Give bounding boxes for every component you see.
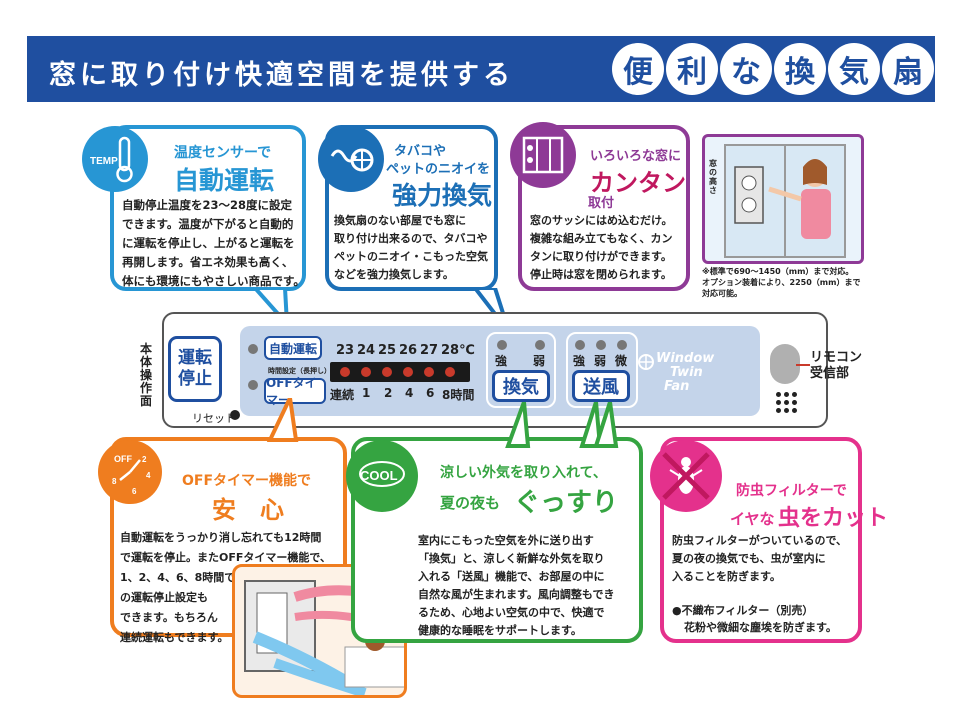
timer-body: 自動運転をうっかり消し忘れても12時間で運転を停止。またOFFタイマー機能で、1… xyxy=(120,531,331,644)
svg-text:8: 8 xyxy=(112,477,117,486)
banner-char: 利 xyxy=(666,43,718,95)
indicator-led xyxy=(340,367,350,377)
indicator-led xyxy=(445,367,455,377)
window-small-title: いろいろな窓に xyxy=(590,149,682,164)
timer-small-title: OFFタイマー機能で xyxy=(182,473,312,489)
svg-text:4: 4 xyxy=(146,471,151,480)
ventilation-button[interactable]: 換気 xyxy=(492,370,550,402)
speaker-grille xyxy=(776,392,802,418)
cool-small-title: 涼しい外気を取り入れて、 xyxy=(440,465,607,481)
window-icon xyxy=(510,122,576,188)
banner-char: な xyxy=(720,43,772,95)
remote-receiver xyxy=(770,344,800,384)
fan-smoke-icon xyxy=(318,126,384,192)
timer-lamp xyxy=(248,380,258,390)
bug-small-title: 防虫フィルターで xyxy=(736,483,847,499)
bug-body: 防虫フィルターがついているので、夏の夜の換気でも、虫が室内に入ることを防ぎます。 xyxy=(672,534,848,583)
window-sub-title: 取付 xyxy=(588,196,615,211)
banner-char: 便 xyxy=(612,43,664,95)
banner-char: 扇 xyxy=(882,43,934,95)
timer-label: 連続 xyxy=(330,388,355,402)
svg-text:2: 2 xyxy=(142,455,147,464)
reset-button[interactable] xyxy=(230,410,240,420)
fan-strong-label: 強 xyxy=(573,354,586,368)
timer-icon: OFF 2 4 6 8 xyxy=(98,440,162,504)
panel-side-label: 本体操作面 xyxy=(140,342,153,408)
installation-photo: 窓の高さ xyxy=(702,134,864,264)
window-twin-fan-logo: Window Twin Fan xyxy=(638,352,714,394)
vent-weak-label: 弱 xyxy=(533,354,546,368)
cool-callout-pointers xyxy=(505,402,619,448)
timer-label: 4 xyxy=(405,386,414,400)
window-height-label: 窓の高さ xyxy=(709,159,717,195)
fan-logo-icon xyxy=(638,354,654,370)
timer-label: 2 xyxy=(384,386,393,400)
indicator-led xyxy=(361,367,371,377)
banner-char: 気 xyxy=(828,43,880,95)
fan-micro-label: 微 xyxy=(615,354,628,368)
window-big-title: カンタン xyxy=(590,169,686,197)
title-banner: 窓に取り付け快適空間を提供する 便 利 な 換 気 扇 xyxy=(27,36,935,102)
fan-micro-lamp xyxy=(617,340,627,350)
run-stop-button[interactable]: 運転停止 xyxy=(168,336,222,402)
fan-button[interactable]: 送風 xyxy=(572,370,630,402)
timer-label: 6 xyxy=(426,386,435,400)
fan-weak-lamp xyxy=(596,340,606,350)
svg-text:OFF: OFF xyxy=(114,454,132,464)
bug-big-title-pre: イヤな xyxy=(730,510,775,528)
fan-group xyxy=(566,332,638,408)
thermometer-icon: TEMP xyxy=(82,126,148,192)
temp-small-title: 温度センサーで xyxy=(174,145,272,161)
svg-text:6: 6 xyxy=(132,487,137,496)
vent-weak-lamp xyxy=(535,340,545,350)
indicator-led xyxy=(424,367,434,377)
window-body: 窓のサッシにはめ込むだけ。複雑な組み立てもなく、カンタンに取り付けができます。停… xyxy=(530,214,673,281)
filter-title: ●不織布フィルター（別売） xyxy=(672,604,814,617)
fan-weak-label: 弱 xyxy=(594,354,607,368)
cool-icon: COOL xyxy=(346,440,418,512)
auto-run-button[interactable]: 自動運転 xyxy=(264,336,322,360)
temp-big-title: 自動運転 xyxy=(174,166,275,195)
smoke-big-title: 強力換気 xyxy=(392,181,493,210)
vent-strong-lamp xyxy=(497,340,507,350)
smoke-body: 換気扇のない部屋でも窓に取り付け出来るので、タバコやペットのニオイ・こもった空気… xyxy=(334,214,488,281)
cool-body: 室内にこもった空気を外に送り出す「換気」と、涼しく新鮮な外気を取り入れる「送風」… xyxy=(418,534,615,637)
svg-text:COOL: COOL xyxy=(360,468,398,483)
smoke-small-title-1: タバコや xyxy=(394,144,447,159)
no-insect-icon xyxy=(650,440,722,512)
hold-time-note: 時間設定（長押し） xyxy=(268,367,331,375)
timer-label: 8時間 xyxy=(442,388,475,402)
banner-char: 換 xyxy=(774,43,826,95)
indicator-led xyxy=(403,367,413,377)
temp-body: 自動停止温度を23〜28度に設定できます。温度が下がると自動的に運転を停止し、上… xyxy=(122,198,305,288)
svg-text:TEMP: TEMP xyxy=(90,156,118,167)
smoke-small-title-2: ペットのニオイを xyxy=(386,162,491,177)
timer-big-title: 安 心 xyxy=(212,496,284,524)
remote-receiver-label: リモコン受信部 xyxy=(810,350,863,381)
indicator-led xyxy=(382,367,392,377)
vent-strong-label: 強 xyxy=(495,354,508,368)
window-size-note: ※標準で690〜1450（mm）まで対応。オプション装着により、2250（mm）… xyxy=(702,267,861,298)
cool-big-title: ぐっすり xyxy=(514,488,619,518)
reset-label: リセット xyxy=(192,412,236,425)
cool-big-title-pre: 夏の夜も xyxy=(440,494,501,512)
banner-highlight: 便 利 な 換 気 扇 xyxy=(612,43,934,95)
timer-callout-pointer xyxy=(266,398,299,442)
off-timer-button[interactable]: OFFタイマー xyxy=(264,376,326,407)
filter-body: 花粉や微細な塵埃を防ぎます。 xyxy=(684,621,837,634)
bug-big-title: 虫をカット xyxy=(778,506,889,531)
timer-label: 1 xyxy=(362,386,371,400)
remote-pointer xyxy=(796,364,810,366)
fan-strong-lamp xyxy=(575,340,585,350)
auto-lamp xyxy=(248,344,258,354)
banner-title: 窓に取り付け快適空間を提供する xyxy=(49,60,514,91)
